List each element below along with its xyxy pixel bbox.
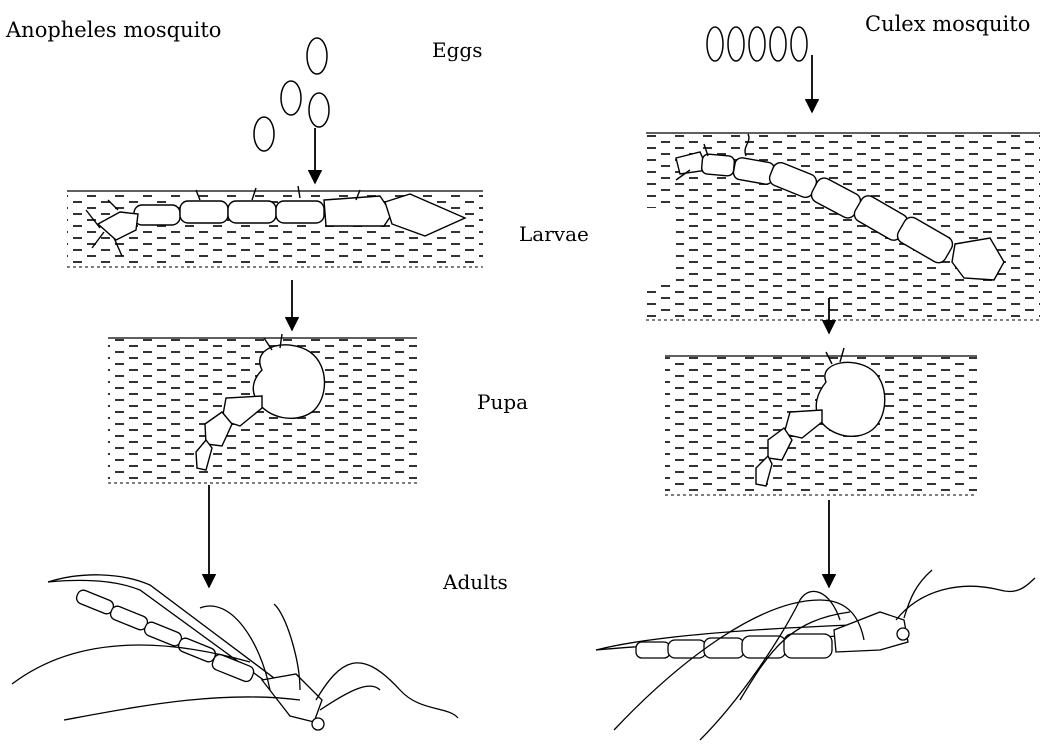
culex-eggs [707, 27, 807, 61]
anopheles-eggs [254, 38, 329, 151]
culex-pupa-water [665, 356, 977, 495]
culex-adult [596, 570, 1035, 740]
anopheles-adult [12, 575, 458, 730]
